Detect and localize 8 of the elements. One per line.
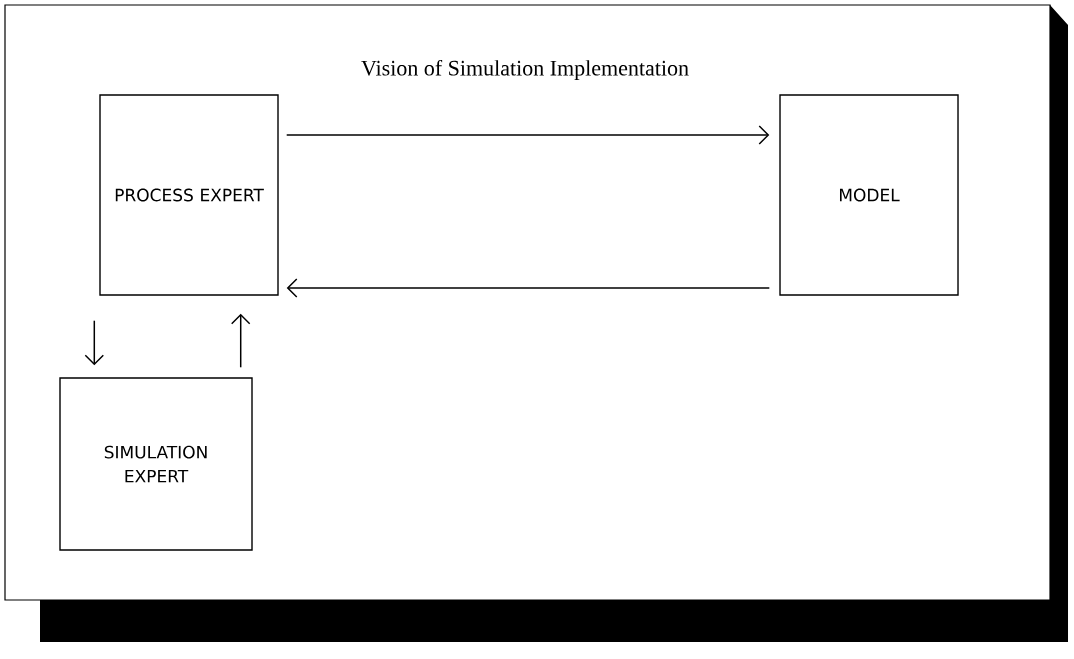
arrow [230, 313, 251, 369]
arrow [286, 278, 771, 298]
process-box: SIMULATION EXPERT [59, 377, 253, 551]
process-box: MODEL [779, 94, 959, 296]
process-box: PROCESS EXPERT [99, 94, 279, 296]
arrow [84, 319, 105, 366]
arrow [285, 125, 770, 145]
title: Vision of Simulation Implementation [361, 59, 689, 81]
